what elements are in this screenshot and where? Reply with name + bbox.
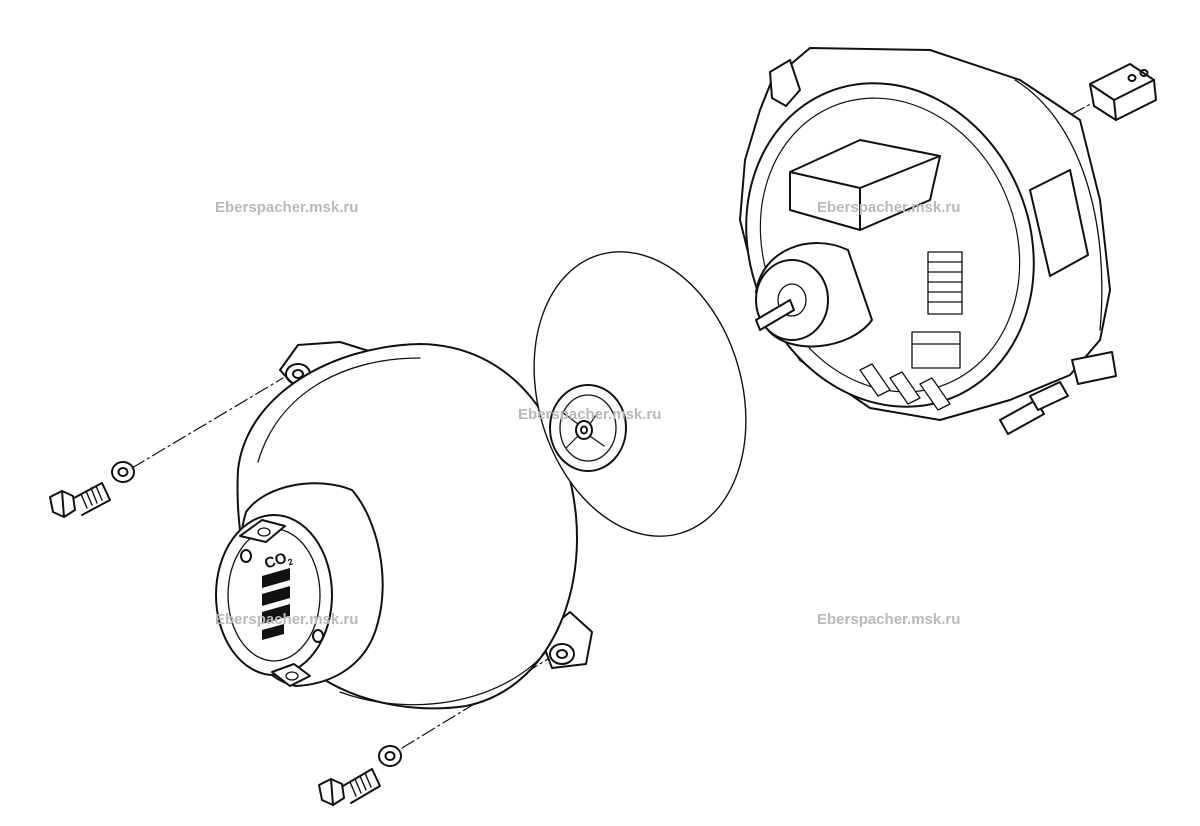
front-housing [215, 341, 593, 710]
co2-marking: CO2 [262, 548, 294, 575]
plug-connector [1089, 63, 1157, 121]
upper-washer [111, 461, 135, 483]
impeller-hub [549, 384, 627, 472]
motor-housing [739, 47, 1117, 435]
lower-washer [378, 745, 402, 767]
upper-bolt [49, 482, 111, 518]
hose-connector [999, 381, 1069, 435]
wiring-connector [911, 251, 963, 369]
blower-motor [755, 242, 873, 348]
logo-mark [262, 568, 290, 640]
lower-bolt [318, 768, 381, 806]
